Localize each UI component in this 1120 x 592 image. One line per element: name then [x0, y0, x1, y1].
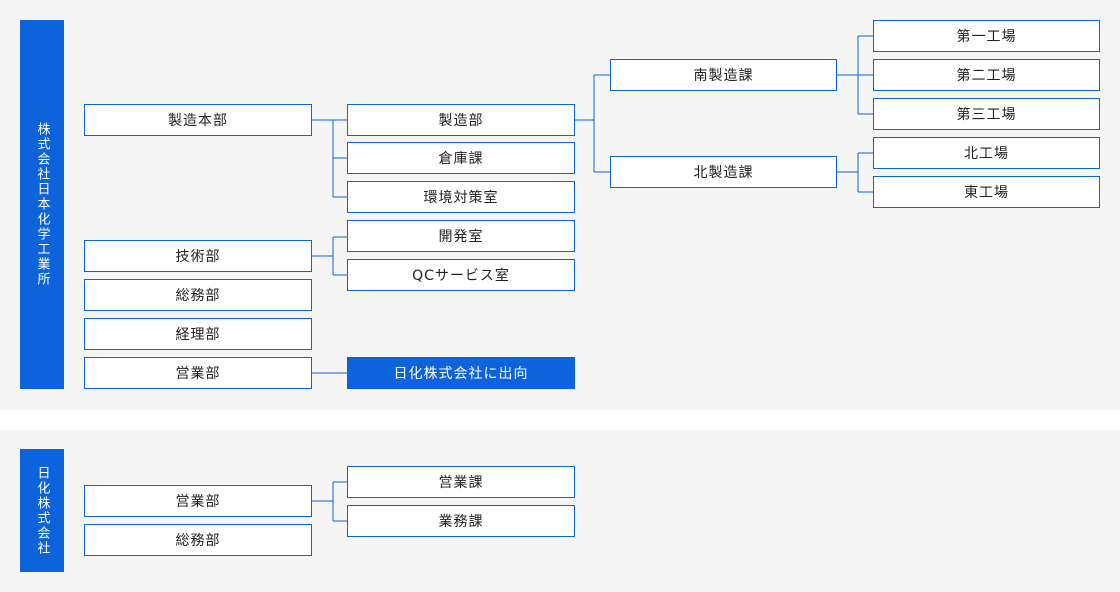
- section-minami: 南製造課: [610, 59, 837, 91]
- division-somu: 総務部: [84, 279, 312, 311]
- department-seizo: 製造部: [347, 104, 575, 136]
- department-shukko: 日化株式会社に出向: [347, 357, 575, 389]
- company-name-main: 株式会社日本化学工業所: [34, 122, 50, 287]
- company-label-subsidiary: 日化株式会社: [20, 449, 64, 572]
- department-kankyo: 環境対策室: [347, 181, 575, 213]
- plant-higashi: 東工場: [873, 176, 1100, 208]
- plant-kita: 北工場: [873, 137, 1100, 169]
- sub-division-somu: 総務部: [84, 524, 312, 556]
- company-label-main: 株式会社日本化学工業所: [20, 20, 64, 389]
- division-gijutsu: 技術部: [84, 240, 312, 272]
- company-name-subsidiary: 日化株式会社: [34, 465, 50, 556]
- sub-section-eigyo: 営業課: [347, 466, 575, 498]
- division-seizo-honbu: 製造本部: [84, 104, 312, 136]
- division-eigyo: 営業部: [84, 357, 312, 389]
- department-souko: 倉庫課: [347, 142, 575, 174]
- department-kaihatsu: 開発室: [347, 220, 575, 252]
- sub-division-eigyo: 営業部: [84, 485, 312, 517]
- sub-section-gyomu: 業務課: [347, 505, 575, 537]
- division-keiri: 経理部: [84, 318, 312, 350]
- section-kita: 北製造課: [610, 156, 837, 188]
- plant-dai2: 第二工場: [873, 59, 1100, 91]
- department-qc: QCサービス室: [347, 259, 575, 291]
- plant-dai1: 第一工場: [873, 20, 1100, 52]
- plant-dai3: 第三工場: [873, 98, 1100, 130]
